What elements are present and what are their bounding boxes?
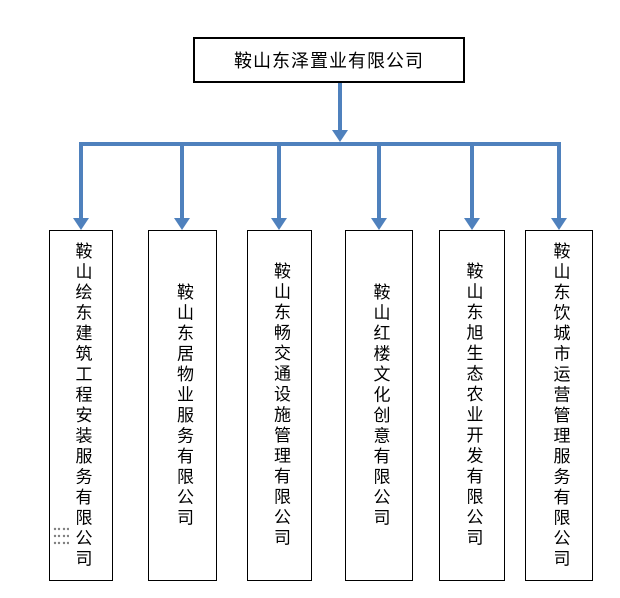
org-root-label: 鞍山东泽置业有限公司 [234, 51, 424, 72]
org-child-label-4: 鞍山红楼文化创意有限公司 [369, 282, 390, 529]
org-child-box-6: 鞍山东饮城市运营管理服务有限公司 [525, 230, 593, 581]
down-arrowhead-icon [371, 218, 387, 230]
child-connector-line-4 [377, 145, 381, 218]
org-child-label-2: 鞍山东居物业服务有限公司 [173, 282, 193, 529]
down-arrowhead-icon [551, 218, 567, 230]
org-child-box-4: 鞍山红楼文化创意有限公司 [345, 230, 413, 581]
child-connector-line-1 [79, 145, 83, 218]
child-connector-line-2 [180, 145, 184, 218]
org-child-label-1: 鞍山绘东建筑工程安装服务有限公司 [71, 241, 92, 570]
child-connector-line-3 [277, 145, 281, 218]
connector-horizontal-rail [79, 142, 561, 146]
org-child-box-3: 鞍山东畅交通设施管理有限公司 [247, 230, 312, 581]
down-arrowhead-icon [271, 218, 287, 230]
org-child-box-1: 鞍山绘东建筑工程安装服务有限公司 [49, 230, 113, 581]
child-connector-line-6 [557, 145, 561, 218]
down-arrowhead-icon [174, 218, 190, 230]
root-down-arrowhead-icon [332, 130, 348, 142]
org-child-label-6: 鞍山东饮城市运营管理服务有限公司 [549, 241, 570, 570]
org-child-label-3: 鞍山东畅交通设施管理有限公司 [270, 262, 290, 549]
down-arrowhead-icon [464, 218, 480, 230]
child-connector-line-5 [470, 145, 474, 218]
org-child-label-5: 鞍山东旭生态农业开发有限公司 [462, 262, 483, 549]
root-connector-line [338, 83, 342, 130]
object-anchor-dots-icon [53, 527, 69, 545]
org-child-box-5: 鞍山东旭生态农业开发有限公司 [439, 230, 505, 581]
down-arrowhead-icon [73, 218, 89, 230]
org-child-box-2: 鞍山东居物业服务有限公司 [148, 230, 217, 581]
org-root-box: 鞍山东泽置业有限公司 [193, 37, 465, 83]
